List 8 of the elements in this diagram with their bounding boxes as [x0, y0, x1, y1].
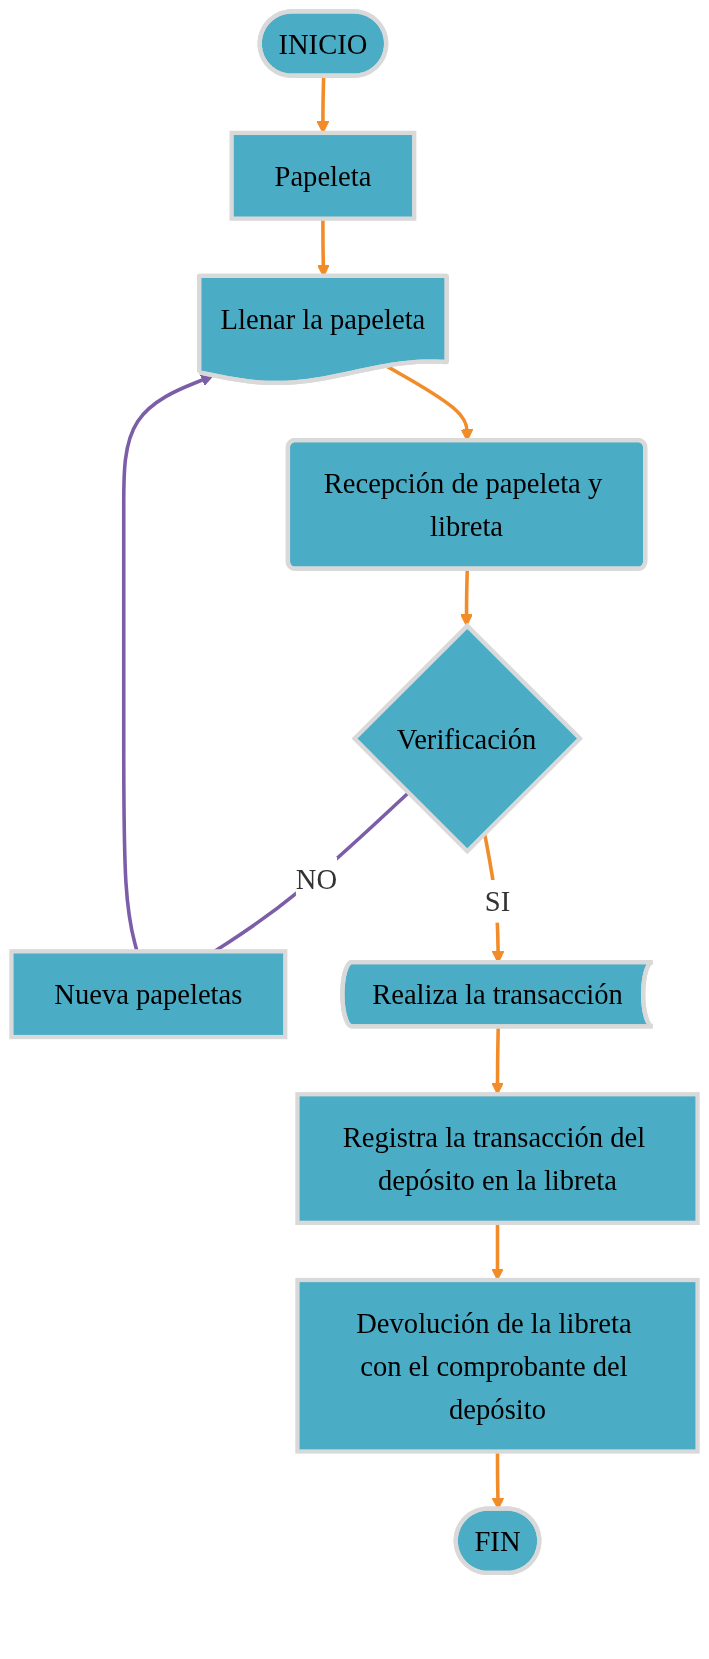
- node-box: Nueva papeletas: [9, 949, 288, 1040]
- arrow: [460, 569, 473, 627]
- edge-label: NO: [295, 862, 338, 895]
- node-box: Registra la transacción del depósito en la libreta: [295, 1092, 700, 1225]
- node-box: Papeleta: [229, 130, 417, 221]
- node-diamond: Verificación: [351, 622, 583, 855]
- edge-label: SI: [484, 885, 511, 918]
- node-box: Devolución de la libreta con el comprobante del depósito: [295, 1277, 700, 1454]
